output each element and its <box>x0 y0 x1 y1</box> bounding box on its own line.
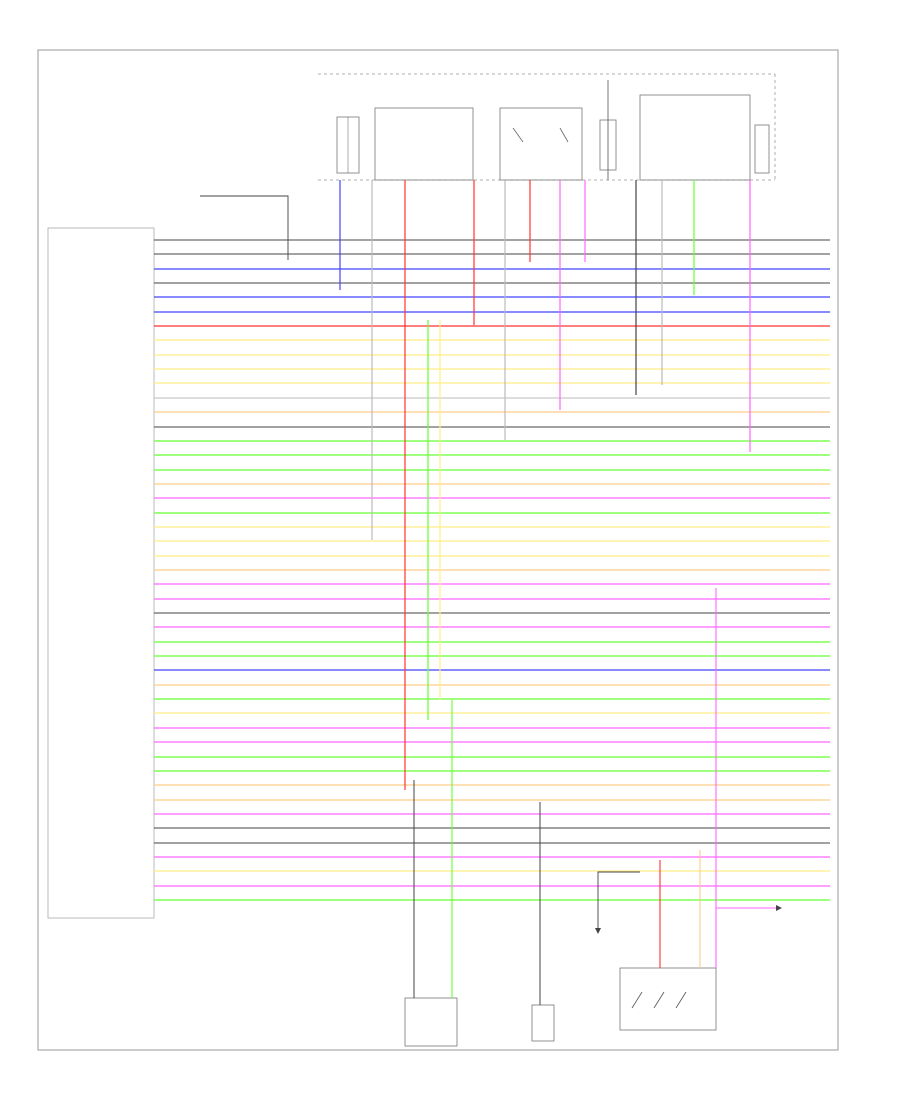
pcm-wires <box>154 239 830 901</box>
fuse-3 <box>754 124 770 174</box>
relay-box-2 <box>499 107 583 181</box>
sensor-feed <box>597 871 640 928</box>
vertical-wires <box>339 180 751 790</box>
diagram-frame <box>37 49 839 1051</box>
component-3-switch-c <box>675 991 687 1009</box>
relay-2-switch-a <box>512 127 524 143</box>
relay-box-3 <box>639 94 751 181</box>
component-bottom-2 <box>531 1004 555 1042</box>
component-3-switch-a <box>631 991 643 1009</box>
jbox-bracket <box>200 195 289 260</box>
sensor-feed-arrow <box>595 928 601 934</box>
relay-2-switch-b <box>559 127 569 143</box>
external-output-arrow <box>776 905 782 911</box>
component-bottom-1 <box>404 997 458 1047</box>
component-bottom-3 <box>619 967 717 1031</box>
relay-box-1 <box>374 107 474 181</box>
pcm-box <box>47 227 155 919</box>
component-3-switch-b <box>653 991 665 1009</box>
